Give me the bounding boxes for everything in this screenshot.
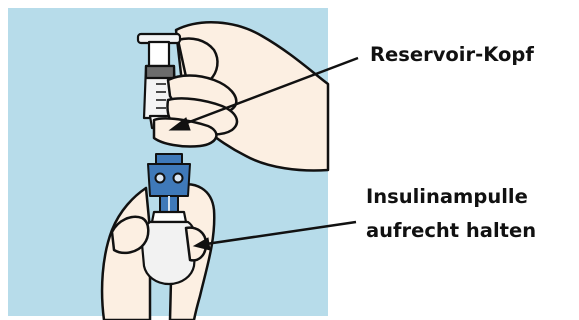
insulin-vial-label-line2: aufrecht halten <box>366 214 536 248</box>
insulin-vial-label-line1: Insulinampulle <box>366 180 536 214</box>
insulin-vial-label: Insulinampulle aufrecht halten <box>366 180 536 248</box>
reservoir-head-label: Reservoir-Kopf <box>370 38 534 72</box>
